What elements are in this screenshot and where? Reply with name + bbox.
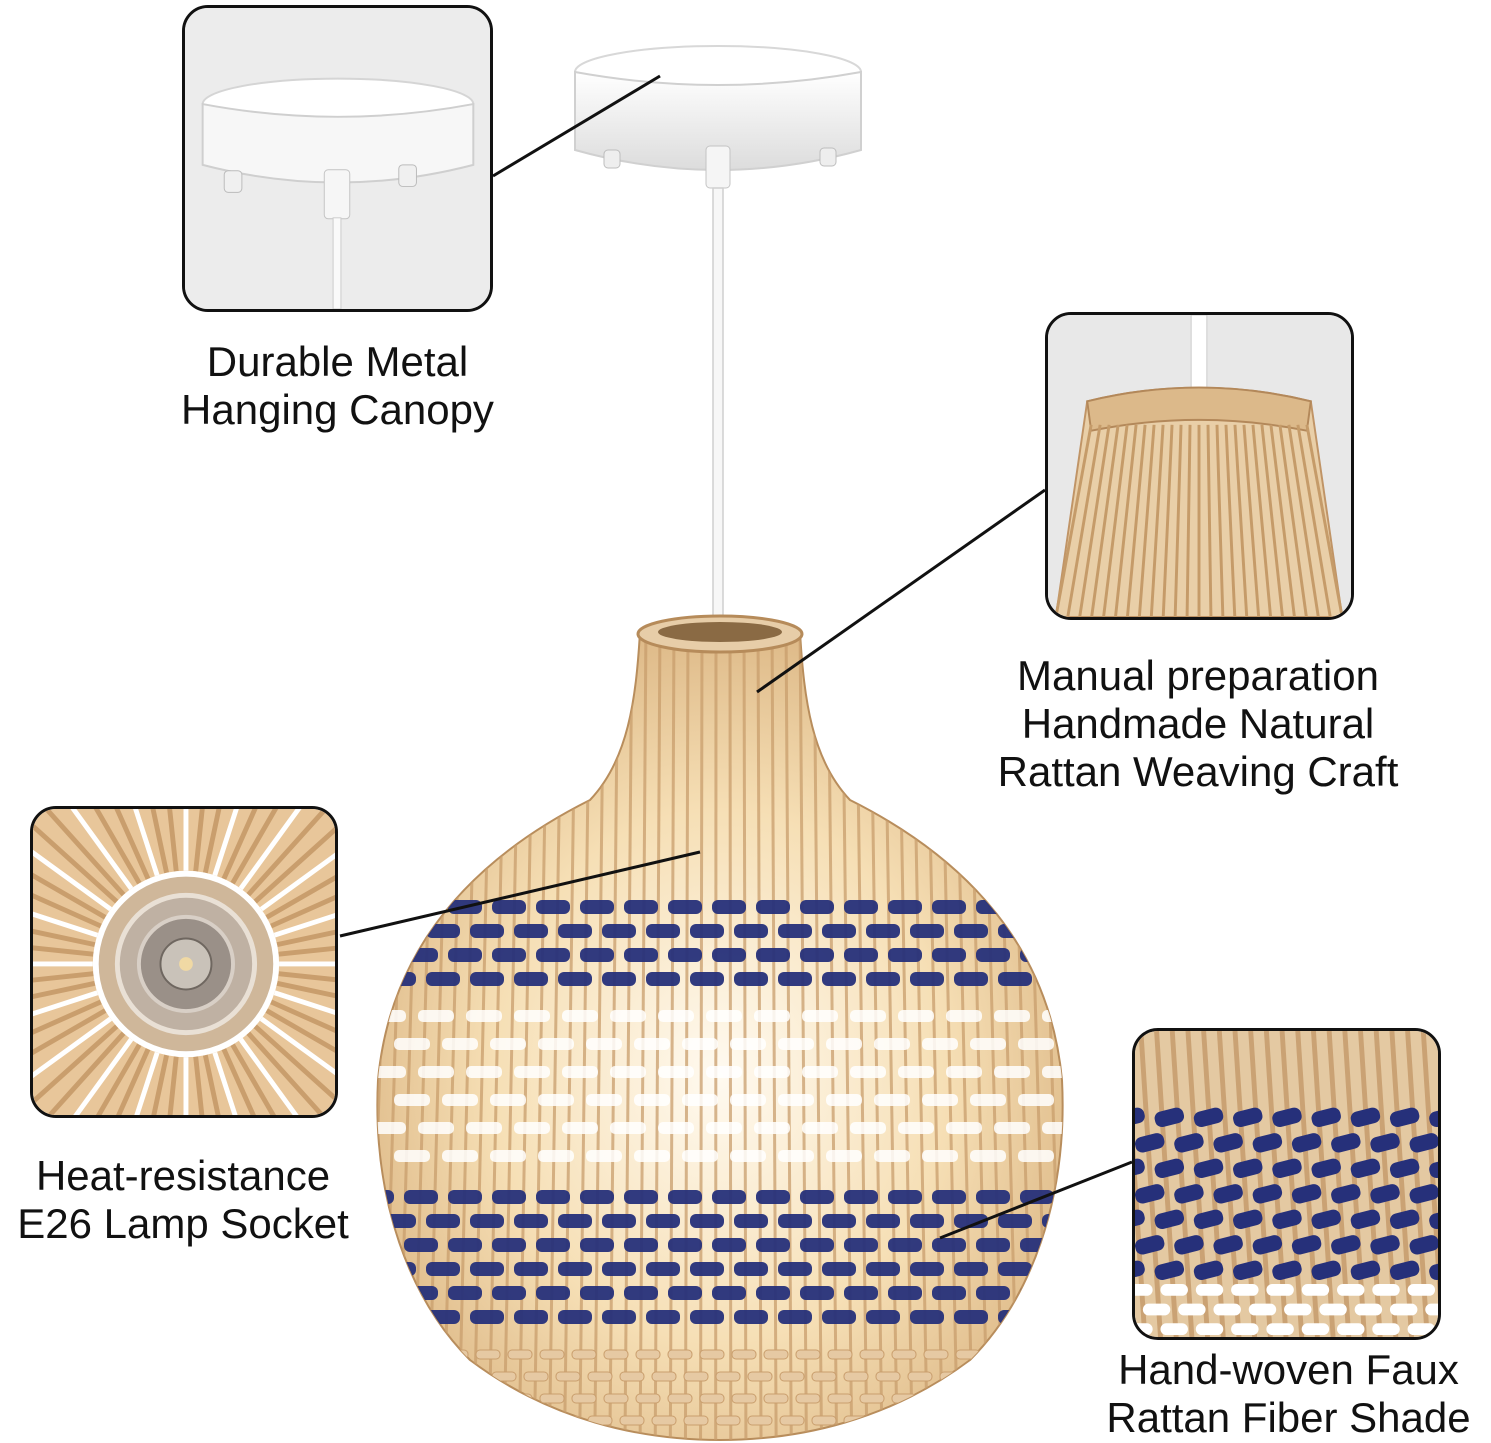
canopy-closeup-inset xyxy=(182,5,493,312)
caption-socket-line2: E26 Lamp Socket xyxy=(17,1200,349,1247)
hanging-cord xyxy=(712,187,724,635)
rattan-weaving-closeup-inset xyxy=(1045,312,1354,620)
caption-shade: Hand-woven Faux Rattan Fiber Shade xyxy=(1086,1346,1491,1442)
caption-weaving-line1: Manual preparation xyxy=(1017,652,1379,699)
caption-canopy: Durable Metal Hanging Canopy xyxy=(160,338,515,434)
caption-weaving-line3: Rattan Weaving Craft xyxy=(997,748,1399,795)
caption-socket: Heat-resistance E26 Lamp Socket xyxy=(0,1152,366,1248)
shade-weave-closeup-inset xyxy=(1132,1028,1441,1340)
callout-lines xyxy=(339,74,1133,1240)
caption-weaving-line2: Handmade Natural xyxy=(1021,700,1375,747)
caption-canopy-line2: Hanging Canopy xyxy=(181,386,494,433)
caption-shade-line2: Rattan Fiber Shade xyxy=(1106,1394,1471,1441)
caption-shade-line1: Hand-woven Faux xyxy=(1118,1346,1459,1393)
caption-weaving: Manual preparation Handmade Natural Ratt… xyxy=(968,652,1428,796)
lamp-socket-closeup-inset xyxy=(30,806,338,1118)
ceiling-canopy xyxy=(574,45,862,189)
caption-socket-line1: Heat-resistance xyxy=(35,1152,331,1199)
caption-canopy-line1: Durable Metal xyxy=(206,338,469,385)
